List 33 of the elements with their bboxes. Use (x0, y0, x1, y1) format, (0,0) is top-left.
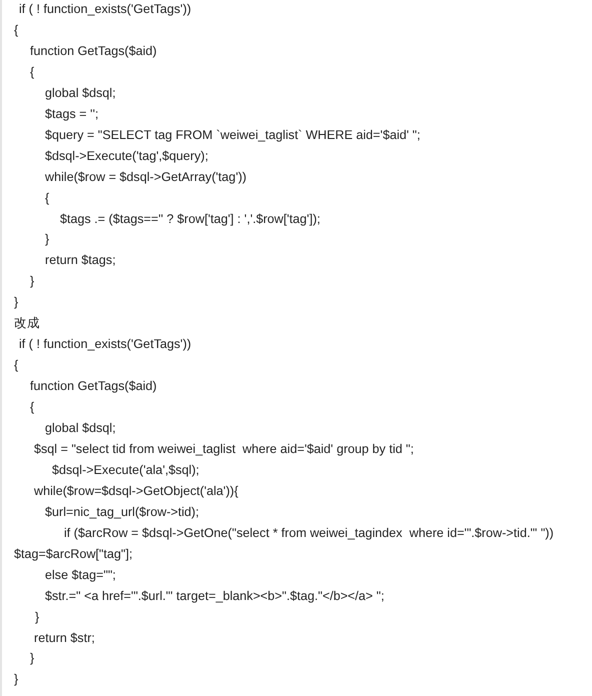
code-line: $str.=" <a href='".$url."' target=_blank><b>".$tag."</b></a> "; (45, 588, 384, 604)
code-line: } (30, 650, 34, 666)
note-text: 改成 (14, 315, 40, 332)
code-line: $sql = "select tid from weiwei_taglist where aid='$aid' group by tid "; (34, 440, 414, 457)
code-line: } (14, 671, 18, 688)
code-line: if ($arcRow = $dsql->GetOne("select * from weiwei_tagindex where id='".$row->tid."' ")) (64, 524, 554, 541)
code-line: } (45, 231, 50, 248)
code-line: return $str; (34, 630, 95, 646)
code-line: $dsql->Execute('tag',$query); (45, 148, 208, 164)
code-line: function GetTags($aid) (30, 42, 157, 59)
code-line: global $dsql; (45, 420, 116, 436)
code-line: else $tag=""; (45, 566, 116, 583)
code-line: $tags = ''; (45, 106, 98, 122)
code-line: { (45, 190, 50, 206)
code-line: } (14, 294, 18, 310)
code-line: } (30, 273, 34, 290)
code-line: if ( ! function_exists('GetTags')) (19, 1, 192, 17)
code-line: global $dsql; (45, 84, 116, 101)
code-line: $query = "SELECT tag FROM `weiwei_taglist` WHERE aid='$aid' "; (45, 126, 420, 143)
code-line: { (30, 399, 34, 416)
code-line: while($row=$dsql->GetObject('ala')){ (34, 482, 238, 499)
code-line: $tag=$arcRow["tag"]; (14, 546, 133, 562)
code-line: $url=nic_tag_url($row->tid); (45, 504, 199, 520)
code-line: $tags .= ($tags=='' ? $row['tag'] : ','.$row['tag']); (60, 210, 320, 226)
code-line: { (14, 357, 18, 374)
code-line: } (35, 608, 40, 625)
code-line: $dsql->Execute('ala',$sql); (52, 462, 200, 478)
code-line: function GetTags($aid) (30, 378, 157, 394)
code-line: if ( ! function_exists('GetTags')) (19, 336, 192, 352)
code-line: return $tags; (45, 252, 116, 268)
code-line: { (14, 22, 18, 38)
code-line: while($row = $dsql->GetArray('tag')) (45, 168, 246, 185)
code-line: { (30, 64, 34, 80)
